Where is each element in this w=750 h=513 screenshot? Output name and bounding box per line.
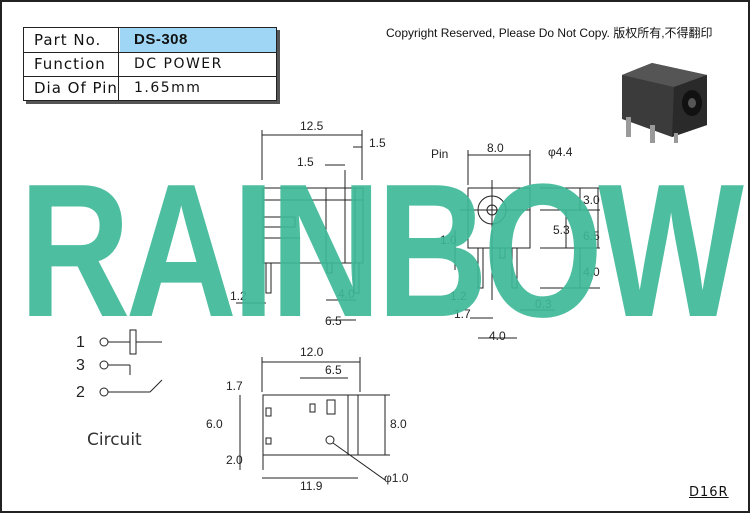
dim-front-height-top: 3.0	[583, 193, 600, 207]
dim-side-pin-pitch-a: 1.2	[230, 289, 247, 303]
dim-side-top-offset: 1.5	[297, 155, 314, 169]
spec-value-pin-dia: 1.65mm	[134, 80, 202, 96]
spec-value-part-no: DS-308	[120, 28, 276, 52]
circuit-pin-3: 3	[76, 357, 85, 374]
dim-side-pin-pitch-b: 4.0	[338, 287, 355, 301]
dim-front-pin-spacing: 1.7	[454, 307, 471, 321]
spec-table: Part No. DS-308 Function DC POWER Dia Of…	[23, 27, 277, 101]
dim-front-bore-diameter: φ4.4	[548, 145, 573, 159]
dim-front-pin-gap: 1.2	[450, 289, 467, 303]
dim-pcb-overall-width: 12.0	[300, 345, 324, 359]
circuit-pin-2: 2	[76, 384, 85, 401]
circuit-label: Circuit	[87, 430, 142, 450]
dim-pcb-left-lower: 2.0	[226, 453, 243, 467]
dim-pcb-hole-diameter: φ1.0	[384, 471, 409, 485]
spec-label: Function	[24, 52, 119, 76]
dim-pcb-left-mid: 6.0	[206, 417, 223, 431]
watermark-text: RAINBOW	[19, 158, 744, 328]
dim-pcb-pad-offset: 6.5	[325, 363, 342, 377]
drawing-number: D16R	[689, 485, 729, 500]
product-photo	[622, 63, 707, 143]
dim-pcb-left-upper: 1.7	[226, 379, 243, 393]
dim-pcb-right-height: 8.0	[390, 417, 407, 431]
dim-front-pin-height: 1.0	[440, 233, 457, 247]
dim-front-pin-center: 4.0	[489, 329, 506, 343]
dim-front-height-lower: 4.0	[583, 265, 600, 279]
dim-front-height-mid: 5.3	[553, 223, 570, 237]
copyright-notice: Copyright Reserved, Please Do Not Copy. …	[386, 26, 713, 40]
dim-side-right-offset: 1.5	[369, 136, 386, 150]
dim-front-pin-label: Pin	[431, 147, 448, 161]
spec-value-function: DC POWER	[134, 56, 223, 72]
rainbow-watermark: RAINBOW	[19, 158, 744, 328]
dim-pcb-bottom-width: 11.9	[300, 479, 323, 493]
spec-row-pin-dia: Dia Of Pin 1.65mm	[24, 76, 276, 100]
spec-label: Part No.	[24, 28, 119, 52]
dim-front-pin-thickness: 0.3	[535, 297, 552, 311]
dim-front-width: 8.0	[487, 141, 504, 155]
dim-side-pin-offset: 6.5	[325, 314, 342, 328]
spec-row-function: Function DC POWER	[24, 52, 276, 77]
dim-front-height-total: 6.5	[583, 229, 600, 243]
circuit-pin-1: 1	[76, 334, 85, 351]
dim-side-overall-width: 12.5	[300, 119, 324, 133]
spec-row-part-no: Part No. DS-308	[24, 28, 276, 53]
spec-label: Dia Of Pin	[24, 76, 119, 100]
